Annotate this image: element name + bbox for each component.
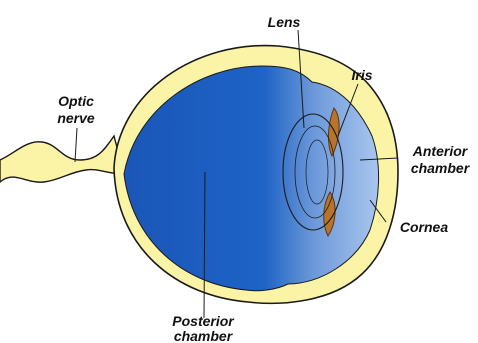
leader-optic-nerve xyxy=(75,128,77,162)
optic-nerve xyxy=(0,136,124,182)
anterior-chamber-label-line2: chamber xyxy=(411,160,471,176)
posterior-chamber-label-line2: chamber xyxy=(174,328,234,343)
anterior-chamber-label-line1: Anterior xyxy=(412,143,469,159)
optic-nerve-label-line1: Optic xyxy=(58,93,94,109)
lens-label: Lens xyxy=(268,14,301,30)
iris-label: Iris xyxy=(351,67,372,83)
posterior-chamber-label-line1: Posterior xyxy=(172,313,235,329)
optic-nerve-label-line2: nerve xyxy=(57,110,95,126)
cornea-label: Cornea xyxy=(400,219,448,235)
